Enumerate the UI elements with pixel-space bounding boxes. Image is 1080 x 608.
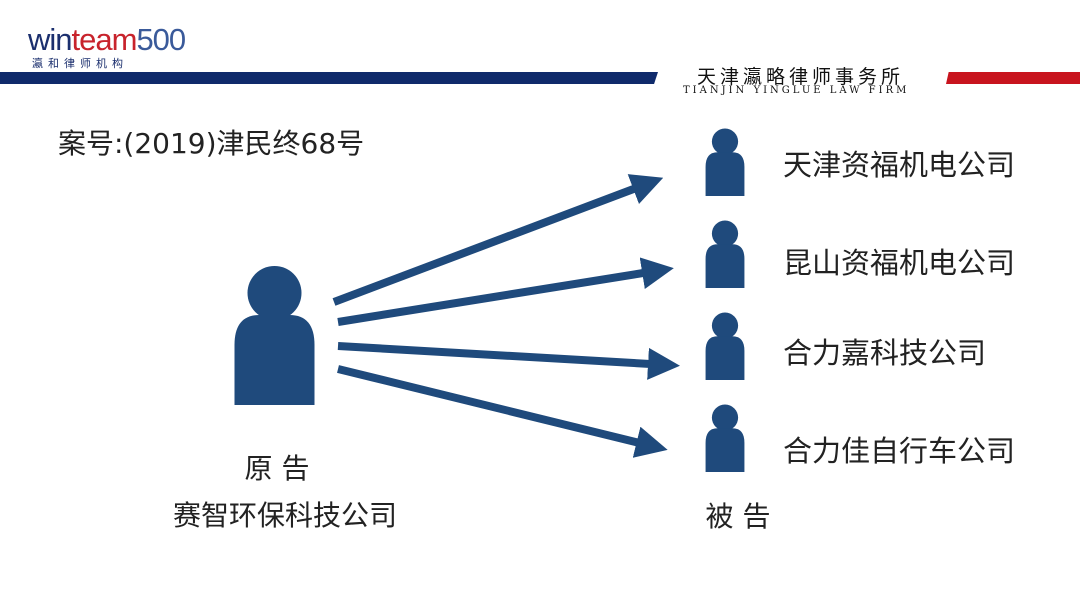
logo-number: 500 — [136, 22, 186, 57]
winteam-logo: winteam500 — [28, 22, 186, 58]
defendant-person-icon — [705, 220, 745, 288]
arrow — [337, 365, 668, 458]
logo-win: win — [28, 22, 73, 57]
plaintiff-name: 赛智环保科技公司 — [172, 499, 398, 532]
defendant-person-icon — [705, 312, 745, 380]
plaintiff-person-icon — [234, 266, 315, 405]
arrow — [332, 174, 664, 306]
firm-name-cn: 天津瀛略律师事务所 — [697, 66, 905, 88]
defendant-name: 天津资福机电公司 — [783, 148, 1016, 182]
logo-subtitle: 瀛和律师机构 — [32, 57, 128, 70]
arrow — [337, 257, 674, 326]
arrow — [337, 342, 680, 380]
defendant-name: 合力佳自行车公司 — [783, 434, 1016, 468]
firm-name-en: TIANJIN YINGLUE LAW FIRM — [683, 85, 910, 96]
plaintiff-role: 原 告 — [244, 452, 310, 485]
defendant-name: 昆山资福机电公司 — [783, 246, 1016, 280]
header-bar-red — [946, 72, 1080, 84]
case-number: 案号:(2019)津民终68号 — [58, 127, 365, 160]
logo-team: team — [71, 22, 138, 57]
defendant-person-icon — [705, 404, 745, 472]
header-bar-blue — [0, 72, 658, 84]
defendant-person-icon — [705, 128, 745, 196]
defendant-role: 被 告 — [705, 500, 771, 533]
defendant-name: 合力嘉科技公司 — [783, 336, 987, 370]
